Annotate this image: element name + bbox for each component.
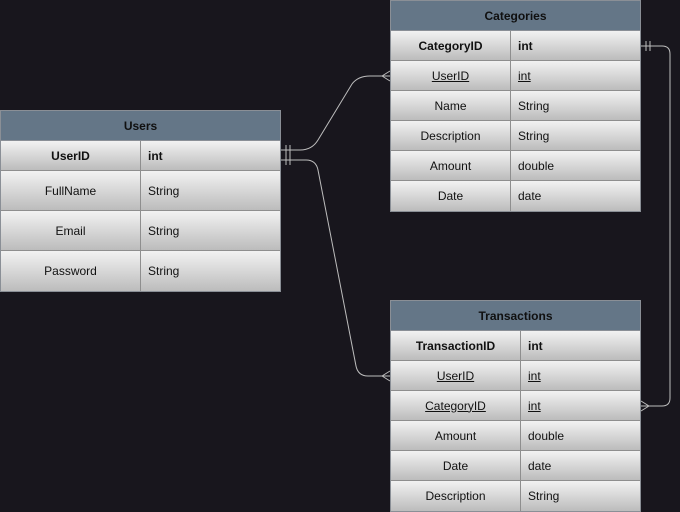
field-type: String (148, 264, 180, 278)
table-row[interactable]: FullName String (1, 171, 280, 211)
table-row[interactable]: Name String (391, 91, 640, 121)
entity-categories-title: Categories (391, 1, 640, 31)
table-row[interactable]: Amount double (391, 421, 640, 451)
table-row[interactable]: Email String (1, 211, 280, 251)
field-name: UserID (391, 361, 521, 390)
entity-users-title: Users (1, 111, 280, 141)
entity-transactions[interactable]: Transactions TransactionID int UserID in… (390, 300, 641, 512)
one-marker-categories (645, 41, 651, 51)
table-row[interactable]: CategoryID int (391, 31, 640, 61)
one-marker-users-1 (285, 145, 291, 155)
table-row[interactable]: Amount double (391, 151, 640, 181)
table-row[interactable]: Description String (391, 121, 640, 151)
field-name: Amount (391, 151, 511, 180)
edge-users-transactions (281, 159, 390, 377)
field-name: Date (391, 451, 521, 480)
field-name: UserID (391, 61, 511, 90)
field-type: String (148, 183, 180, 198)
table-row[interactable]: Date date (391, 451, 640, 481)
field-type: int (528, 338, 543, 353)
field-name: Description (391, 121, 511, 150)
many-marker-categories-userid (381, 70, 391, 82)
many-marker-transactions-categoryid (640, 400, 650, 412)
field-name: UserID (1, 141, 141, 170)
field-name: Amount (391, 421, 521, 450)
table-row[interactable]: UserID int (391, 361, 640, 391)
table-row[interactable]: Description String (391, 481, 640, 511)
table-row[interactable]: CategoryID int (391, 391, 640, 421)
field-type: date (528, 458, 552, 473)
entity-users[interactable]: Users UserID int FullName String Email S… (0, 110, 281, 292)
edge-categories-transactions (641, 45, 671, 407)
entity-transactions-title: Transactions (391, 301, 640, 331)
edge-users-categories (281, 75, 390, 151)
field-name: FullName (1, 171, 141, 210)
field-name: Email (1, 211, 141, 250)
field-name: Password (1, 251, 141, 291)
table-row[interactable]: Date date (391, 181, 640, 211)
field-type: String (528, 489, 560, 503)
field-name: TransactionID (391, 331, 521, 360)
field-type: String (518, 98, 550, 113)
field-type: double (518, 158, 555, 173)
field-name: Name (391, 91, 511, 120)
field-type: int (518, 38, 533, 53)
field-name: Description (391, 481, 521, 511)
table-row[interactable]: Password String (1, 251, 280, 291)
field-name: CategoryID (391, 31, 511, 60)
field-type: String (518, 128, 550, 143)
field-name: CategoryID (391, 391, 521, 420)
table-row[interactable]: UserID int (1, 141, 280, 171)
field-type: int (148, 148, 163, 163)
field-type: String (148, 223, 180, 238)
table-row[interactable]: UserID int (391, 61, 640, 91)
field-type: double (528, 428, 565, 443)
field-type: int (528, 368, 541, 383)
many-marker-transactions-userid (381, 370, 391, 382)
field-type: int (528, 398, 541, 413)
field-name: Date (391, 181, 511, 211)
table-row[interactable]: TransactionID int (391, 331, 640, 361)
field-type: date (518, 189, 542, 203)
entity-categories[interactable]: Categories CategoryID int UserID int Nam… (390, 0, 641, 212)
one-marker-users-2 (285, 155, 291, 165)
field-type: int (518, 68, 531, 83)
